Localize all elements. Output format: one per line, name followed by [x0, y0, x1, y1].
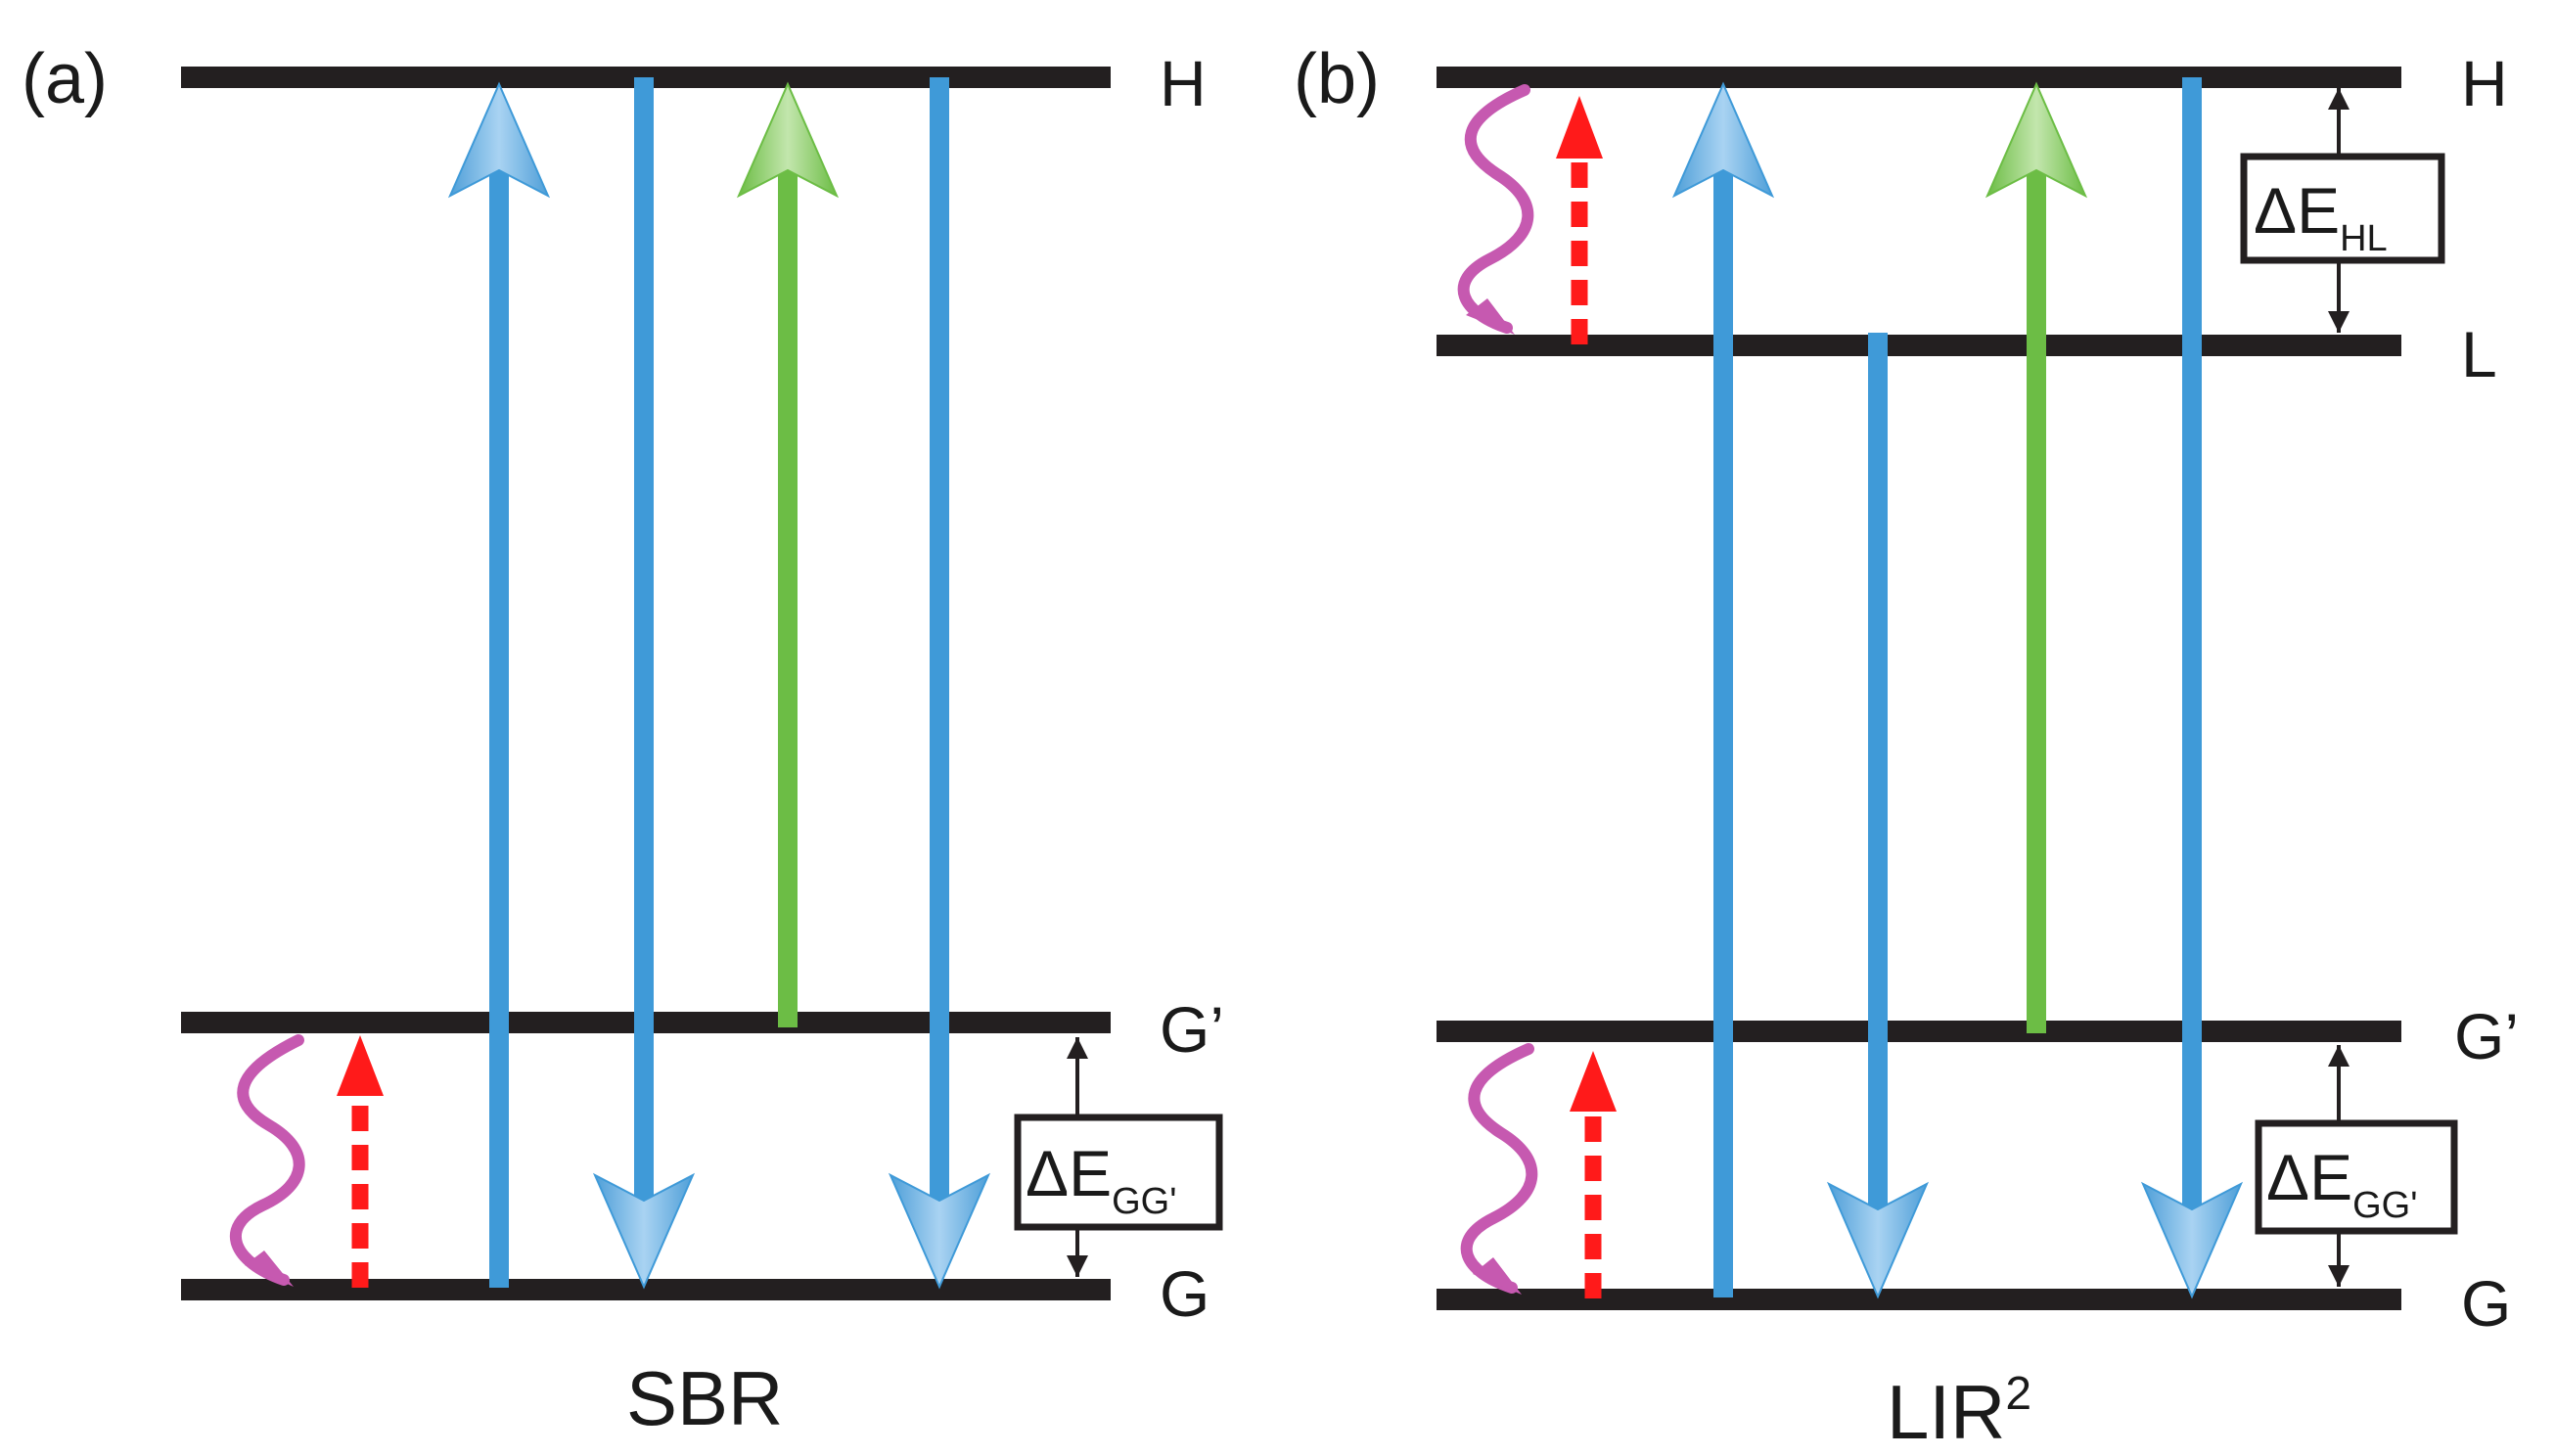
panel-b-level-l — [1437, 335, 2401, 356]
panel-a-blue-down-arrow-2 — [888, 77, 991, 1290]
panel-b-gap-label-gg: ΔEGG' — [2266, 1141, 2417, 1226]
panel-b-red-dashed-arrow-upper — [1556, 96, 1603, 344]
panel-a-gap-marker-gg: ΔEGG' — [1014, 1037, 1223, 1277]
panel-a-level-g-prime-label: G’ — [1160, 993, 1224, 1066]
panel-a: (a) H G’ G — [22, 40, 1224, 1441]
panel-b-green-up-arrow — [1985, 81, 2088, 1033]
panel-a-wavy-relaxation-arrow — [229, 1034, 305, 1287]
panel-b-level-g-prime — [1437, 1021, 2401, 1042]
panel-a-level-g — [181, 1279, 1111, 1300]
panel-a-red-dashed-arrow — [337, 1035, 384, 1288]
panel-b-level-l-label: L — [2461, 318, 2497, 390]
panel-b-level-h — [1437, 67, 2401, 88]
panel-b-tag: (b) — [1294, 40, 1380, 118]
panel-a-level-h-label: H — [1160, 47, 1207, 119]
panel-a-caption-text: SBR — [626, 1355, 783, 1441]
panel-b-gap-label-hl: ΔEHL — [2254, 174, 2388, 259]
panel-b-red-dashed-arrow-lower — [1570, 1051, 1617, 1298]
panel-b-gap-marker-gg: ΔEGG' — [2255, 1045, 2458, 1287]
panel-b-level-g-prime-label: G’ — [2454, 1000, 2519, 1072]
panel-a-green-up-arrow — [736, 81, 840, 1027]
panel-a-gap-box-gg — [1014, 1114, 1223, 1231]
panel-b-level-h-label: H — [2461, 47, 2508, 119]
panel-b-wavy-relaxation-arrow-lower — [1460, 1043, 1538, 1295]
panel-b-gap-box-gg — [2255, 1119, 2458, 1235]
panel-a-level-g-label: G — [1160, 1257, 1209, 1330]
panel-a-blue-up-arrow — [447, 81, 551, 1288]
panel-b-wavy-relaxation-arrow-upper — [1457, 84, 1534, 335]
panel-b-gap-marker-hl: ΔEHL — [2240, 88, 2445, 333]
panel-b-blue-down-arrow-l-to-g — [1826, 333, 1930, 1299]
panel-a-blue-down-arrow-1 — [592, 77, 696, 1290]
panel-b: (b) H L G’ G — [1294, 40, 2519, 1455]
panel-b-level-g-label: G — [2461, 1267, 2511, 1340]
panel-b-gap-box-hl — [2240, 153, 2445, 264]
panel-a-gap-label-gg: ΔEGG' — [1026, 1137, 1176, 1222]
panel-b-blue-down-arrow-h-to-g — [2140, 77, 2244, 1299]
panel-b-blue-up-arrow — [1671, 81, 1775, 1297]
panel-b-caption-text: LIR2 — [1887, 1368, 2031, 1455]
panel-b-level-g — [1437, 1289, 2401, 1310]
panel-b-caption: LIR2 — [1887, 1368, 2031, 1455]
panel-a-caption: SBR — [626, 1355, 783, 1441]
panel-a-tag: (a) — [22, 40, 108, 118]
